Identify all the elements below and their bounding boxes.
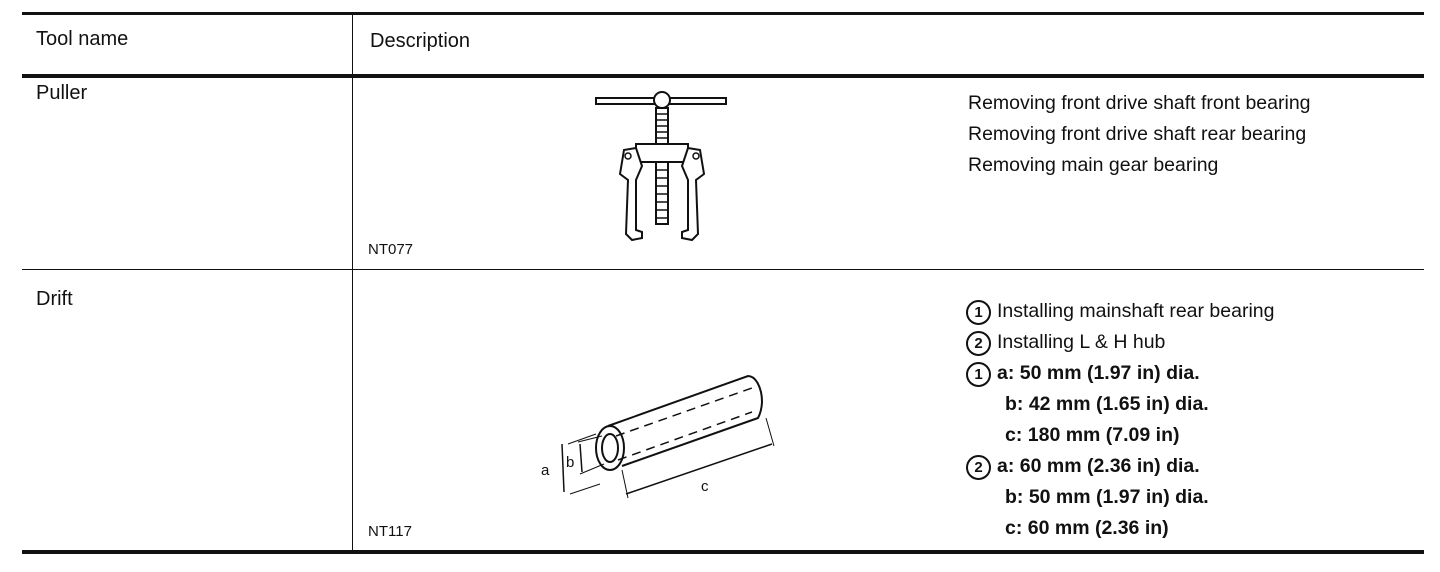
header-bottom-rule — [22, 74, 1424, 78]
dimension-label-c: c — [701, 478, 709, 495]
tool-name-drift: Drift — [36, 288, 73, 310]
puller-description-line-2: Removing front drive shaft rear bearing — [968, 123, 1307, 145]
dimension-c-arrow — [625, 443, 773, 495]
header-description: Description — [370, 30, 471, 52]
dimension-a-arrow — [561, 443, 565, 493]
table-bottom-rule — [22, 550, 1424, 554]
circled-number-1: 1 — [966, 362, 991, 387]
dimension-label-a: a — [541, 462, 550, 479]
drift-spec-1-a-text: a: 50 mm (1.97 in) dia. — [997, 362, 1200, 384]
drift-description: 1 Installing mainshaft rear bearing 2 Inst… — [966, 296, 1275, 544]
drift-spec-2-a: 2 a: 60 mm (2.36 in) dia. — [966, 451, 1275, 482]
header-tool-name: Tool name — [36, 28, 129, 50]
puller-jaw-left — [618, 146, 644, 242]
drift-step-1: 1 Installing mainshaft rear bearing — [966, 296, 1275, 327]
drift-spec-1-c-text: c: 180 mm (7.09 in) — [1005, 424, 1180, 446]
drift-illustration — [561, 374, 775, 499]
puller-description-line-3: Removing main gear bearing — [968, 154, 1219, 176]
puller-illustration — [595, 91, 727, 242]
drift-spec-1-a: 1 a: 50 mm (1.97 in) dia. — [966, 358, 1275, 389]
dimension-label-b: b — [566, 454, 575, 471]
drift-step-2-text: Installing L & H hub — [997, 331, 1166, 353]
drift-tube-body — [607, 374, 764, 467]
column-divider — [352, 14, 353, 552]
drift-spec-2-c: c: 60 mm (2.36 in) — [966, 513, 1275, 544]
dimension-b-arrow — [579, 443, 583, 473]
circled-number-1: 1 — [966, 300, 991, 325]
puller-handle-knob — [653, 91, 671, 109]
circled-number-2: 2 — [966, 331, 991, 356]
table-top-rule — [22, 12, 1424, 15]
puller-description: Removing front drive shaft front bearing… — [968, 88, 1311, 181]
drift-spec-1-c: c: 180 mm (7.09 in) — [966, 420, 1275, 451]
row-divider — [22, 269, 1424, 270]
drift-spec-2-c-text: c: 60 mm (2.36 in) — [1005, 517, 1169, 539]
drift-step-1-text: Installing mainshaft rear bearing — [997, 300, 1275, 322]
figure-code-puller: NT077 — [368, 241, 414, 258]
puller-jaw-right — [680, 146, 706, 242]
drift-inner-bore — [601, 433, 619, 463]
puller-yoke — [635, 143, 689, 163]
tool-name-puller: Puller — [36, 82, 88, 104]
drift-spec-1-b: b: 42 mm (1.65 in) dia. — [966, 389, 1275, 420]
circled-number-2: 2 — [966, 455, 991, 480]
puller-screw-lower — [655, 161, 669, 225]
drift-spec-1-b-text: b: 42 mm (1.65 in) dia. — [1005, 393, 1209, 415]
drift-spec-2-b: b: 50 mm (1.97 in) dia. — [966, 482, 1275, 513]
drift-spec-2-b-text: b: 50 mm (1.97 in) dia. — [1005, 486, 1209, 508]
figure-code-drift: NT117 — [368, 523, 412, 540]
drift-spec-2-a-text: a: 60 mm (2.36 in) dia. — [997, 455, 1200, 477]
puller-description-line-1: Removing front drive shaft front bearing — [968, 92, 1311, 114]
drift-step-2: 2 Installing L & H hub — [966, 327, 1275, 358]
